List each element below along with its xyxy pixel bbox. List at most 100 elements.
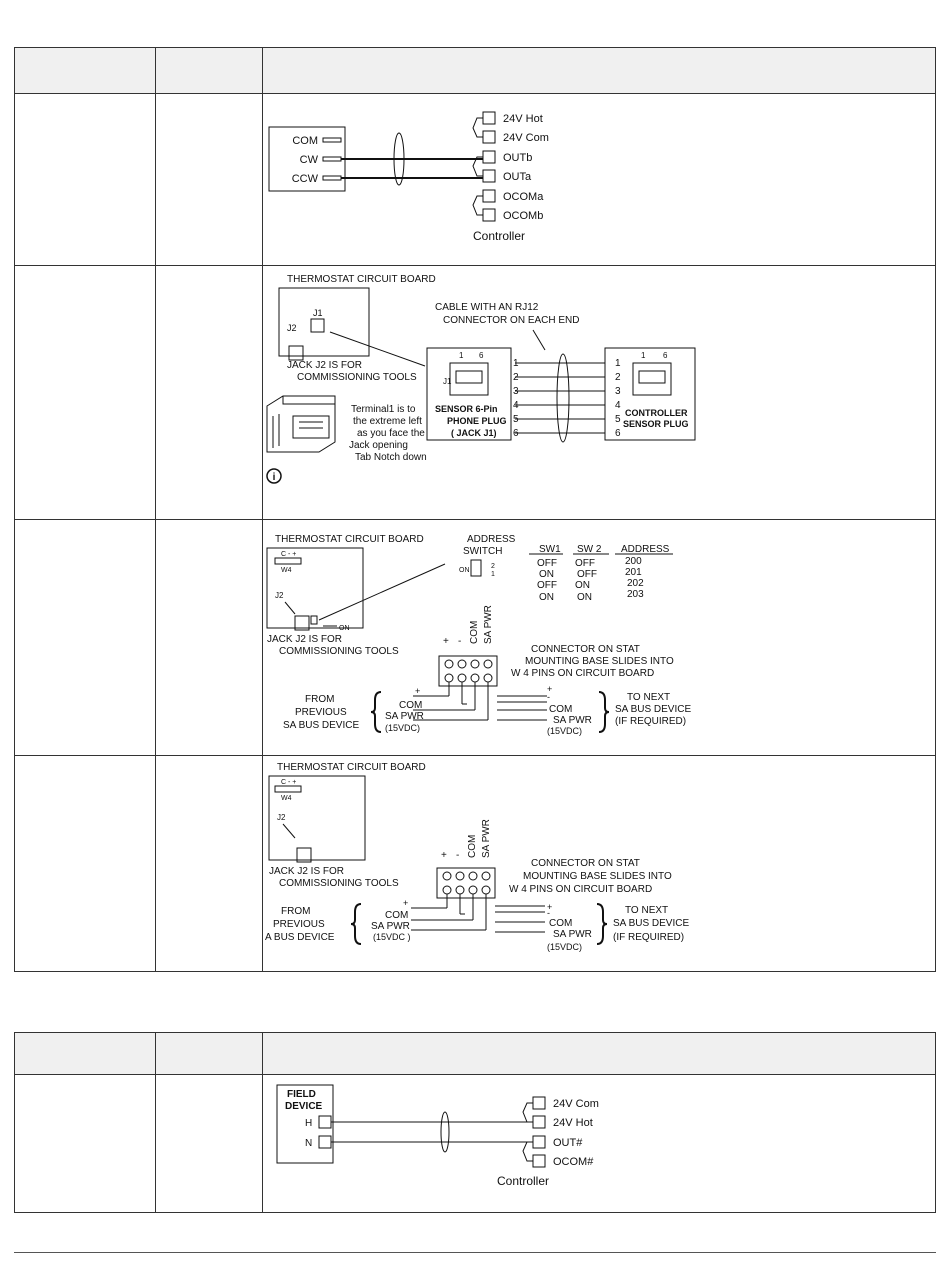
pin-label: 5 (513, 414, 519, 425)
h-label: H (305, 1118, 312, 1129)
pin-label: 2 (513, 372, 519, 383)
terminal-sapwr-label: SA PWR (483, 605, 494, 644)
wire-label: SA PWR (553, 715, 592, 726)
w4-label: W4 (281, 567, 292, 574)
switch-number: 2 (491, 563, 495, 570)
connector-note: W 4 PINS ON CIRCUIT BOARD (511, 668, 654, 679)
pin-label: 3 (615, 386, 621, 397)
terminal-label: 24V Com (503, 132, 549, 144)
pin-number: 1 (459, 351, 464, 360)
addr-cell: OFF (537, 558, 557, 569)
table-row: THERMOSTAT CIRCUIT BOARD (14, 755, 936, 972)
jack-note: COMMISSIONING TOOLS (279, 646, 399, 657)
wire-label: (15VDC) (547, 726, 582, 736)
wire-label: (15VDC ) (373, 932, 411, 942)
wiring-table-2: FIELD DEVICE H N 24V Com 24V Hot OUT# OC… (14, 1032, 936, 1213)
table-cell (155, 265, 263, 520)
to-label: SA BUS DEVICE (615, 704, 691, 715)
diagram-cell: FIELD DEVICE H N 24V Com 24V Hot OUT# OC… (262, 1074, 936, 1213)
wire-label: + (403, 898, 408, 908)
jack-note: COMMISSIONING TOOLS (297, 372, 417, 383)
terminal-com-label: COM (467, 835, 478, 858)
sensor-plug-label: PHONE PLUG (447, 416, 507, 426)
jack-note: JACK J2 IS FOR (269, 866, 344, 877)
wire-label: SA PWR (371, 921, 410, 932)
addr-header: SW1 (539, 544, 561, 555)
info-icon (266, 468, 282, 484)
connector-note: MOUNTING BASE SLIDES INTO (525, 656, 674, 667)
pin-number: 6 (663, 351, 668, 360)
jack-note: JACK J2 IS FOR (287, 360, 362, 371)
controller-plug-label: SENSOR PLUG (623, 419, 689, 429)
addr-cell: 203 (627, 589, 644, 600)
terminal-plus-label: + (443, 636, 449, 647)
motor-com-label: COM (292, 135, 318, 147)
addr-cell: OFF (537, 580, 557, 591)
terminal-label: OCOM# (553, 1156, 594, 1168)
pin-label: 4 (513, 400, 519, 411)
table-cell (14, 519, 156, 756)
connector-note: W 4 PINS ON CIRCUIT BOARD (509, 884, 652, 895)
pin-label: 6 (513, 428, 519, 439)
terminal-note: the extreme left (353, 416, 422, 427)
table-row: FIELD DEVICE H N 24V Com 24V Hot OUT# OC… (14, 1074, 936, 1213)
cable-note: CONNECTOR ON EACH END (443, 315, 580, 326)
table-cell (14, 265, 156, 520)
sensor-plug-label: ( JACK J1) (451, 428, 497, 438)
switch-on-label: ON (459, 567, 470, 574)
header-cell (262, 1032, 936, 1075)
table-row: THERMOSTAT CIRCUIT BOARD (14, 265, 936, 520)
addr-cell: ON (577, 592, 592, 603)
addr-cell: 200 (625, 556, 642, 567)
addr-cell: OFF (575, 558, 595, 569)
wire-label: SA PWR (385, 711, 424, 722)
wire-label: + (415, 686, 420, 696)
connector-note: CONNECTOR ON STAT (531, 644, 640, 655)
table-row: THERMOSTAT CIRCUIT BOARD (14, 519, 936, 756)
w4-label: W4 (281, 795, 292, 802)
wire-label: + (547, 902, 552, 912)
table-cell (155, 93, 263, 266)
header-cell (155, 47, 263, 94)
terminal-note: Jack opening (349, 440, 408, 451)
wire-label: COM (549, 918, 572, 929)
addr-header: SW 2 (577, 544, 602, 555)
to-label: TO NEXT (627, 692, 670, 703)
terminal-label: 24V Com (553, 1098, 599, 1110)
jack-note: JACK J2 IS FOR (267, 634, 342, 645)
j1-side-label: J1 (443, 377, 452, 386)
controller-label: Controller (473, 229, 525, 243)
n-label: N (305, 1138, 312, 1149)
terminal-note: as you face the (357, 428, 425, 439)
to-label: SA BUS DEVICE (613, 918, 689, 929)
table-header-row (14, 47, 936, 94)
wire-label: + (547, 684, 552, 694)
terminal-label: OUT# (553, 1137, 583, 1149)
pin-label: 1 (615, 358, 621, 369)
to-label: (IF REQUIRED) (615, 716, 686, 727)
sensor-cable-diagram: THERMOSTAT CIRCUIT BOARD (266, 274, 696, 484)
addr-cell: ON (539, 592, 554, 603)
addr-header: ADDRESS (621, 544, 670, 555)
terminal-label: OCOMa (503, 191, 544, 203)
wire-label: COM (549, 704, 572, 715)
pin-number: 6 (479, 351, 484, 360)
wire-label: - (547, 908, 550, 918)
from-label: A BUS DEVICE (265, 932, 335, 943)
table-cell (155, 755, 263, 972)
terminal-label: 24V Hot (503, 113, 543, 125)
svg-text:i: i (273, 472, 276, 483)
field-device-label: DEVICE (285, 1101, 323, 1112)
terminal-com-label: COM (469, 621, 480, 644)
terminal-note: Tab Notch down (355, 452, 427, 463)
terminal-label: 24V Hot (553, 1117, 593, 1129)
controller-terminal-block (482, 111, 496, 222)
wiring-table-1: COM CW CCW 24V Hot 24V Com OUTb OUTa OCO… (14, 47, 936, 972)
address-switch-label: ADDRESS (467, 534, 516, 545)
addr-cell: OFF (577, 569, 597, 580)
on-label: ON (339, 625, 350, 632)
terminal-sapwr-label: SA PWR (481, 819, 492, 858)
table-cell (155, 519, 263, 756)
pin-label: 2 (615, 372, 621, 383)
controller-label: Controller (497, 1174, 549, 1188)
